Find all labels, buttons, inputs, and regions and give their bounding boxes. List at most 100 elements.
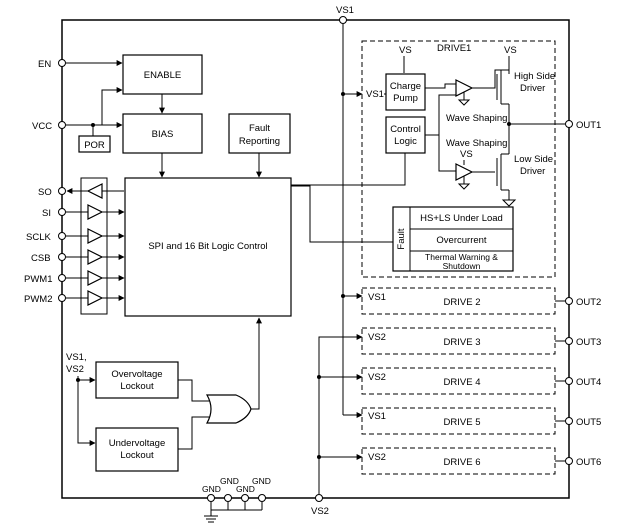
- pin-gnd-2[interactable]: [224, 494, 232, 502]
- drive1-vs1-label: VS1: [366, 89, 384, 100]
- drive-2-supply: VS1: [368, 292, 386, 303]
- low-side-label-2: Driver: [520, 166, 545, 177]
- undervoltage-label-1: Undervoltage: [109, 438, 166, 449]
- pin-out5-label: OUT5: [576, 417, 601, 428]
- drive-6: VS2 DRIVE 6 OUT6: [361, 447, 601, 475]
- wave-shaping-label-2: Wave Shaping: [446, 138, 507, 149]
- pin-out3[interactable]: [565, 337, 573, 345]
- pin-out4[interactable]: [565, 377, 573, 385]
- pwm1-buffer-icon: [87, 270, 104, 286]
- fault-underload: HS+LS Under Load: [420, 213, 503, 224]
- high-side-vs-label: VS: [504, 45, 517, 56]
- pin-vs2-bottom[interactable]: [315, 494, 323, 502]
- pin-si-label: SI: [42, 208, 51, 219]
- si-buffer-icon: [87, 204, 104, 220]
- drive-3: VS2 DRIVE 3 OUT3: [361, 327, 601, 355]
- pin-vs2-bottom-label: VS2: [311, 506, 329, 517]
- pin-out5[interactable]: [565, 417, 573, 425]
- drive1-title: DRIVE1: [437, 43, 471, 54]
- drive-4-label: DRIVE 4: [444, 377, 481, 388]
- por-block-label: POR: [84, 140, 105, 151]
- fault-table: [392, 206, 514, 272]
- drive-5-label: DRIVE 5: [444, 417, 481, 428]
- drive-6-supply: VS2: [368, 452, 386, 463]
- pin-out6-label: OUT6: [576, 457, 601, 468]
- pin-out1-label: OUT1: [576, 120, 601, 131]
- charge-pump-vs-label: VS: [399, 45, 412, 56]
- pin-gnd-4[interactable]: [258, 494, 266, 502]
- charge-pump-label-2: Pump: [393, 93, 418, 104]
- gnd-label-c: GND: [236, 484, 255, 494]
- pin-en[interactable]: [58, 59, 66, 67]
- pin-out1[interactable]: [565, 120, 573, 128]
- enable-block-label: ENABLE: [144, 70, 182, 81]
- low-side-label-1: Low Side: [514, 154, 553, 165]
- drive-4-supply: VS2: [368, 372, 386, 383]
- vs-input-label-2: VS2: [66, 364, 84, 375]
- logic-control-label: SPI and 16 Bit Logic Control: [148, 241, 267, 252]
- pin-so[interactable]: [58, 187, 66, 195]
- pin-pwm2[interactable]: [58, 294, 66, 302]
- pin-out2[interactable]: [565, 297, 573, 305]
- pin-pwm1[interactable]: [58, 274, 66, 282]
- gnd-label-a: GND: [202, 484, 221, 494]
- pin-out3-label: OUT3: [576, 337, 601, 348]
- pin-vs1-top[interactable]: [339, 16, 347, 24]
- drive-3-label: DRIVE 3: [444, 337, 481, 348]
- control-logic-label-2: Logic: [394, 136, 417, 147]
- so-buffer-icon: [86, 183, 103, 199]
- overvoltage-lockout-block: [95, 361, 179, 399]
- overvoltage-label-1: Overvoltage: [111, 369, 162, 380]
- charge-pump-label-1: Charge: [390, 81, 421, 92]
- undervoltage-label-2: Lockout: [120, 450, 154, 461]
- drive-5-supply: VS1: [368, 411, 386, 422]
- high-side-label-2: Driver: [520, 83, 545, 94]
- drive-2: VS1 DRIVE 2 OUT2: [361, 287, 601, 315]
- fault-reporting-label-2: Reporting: [239, 136, 280, 147]
- pwm2-buffer-icon: [87, 290, 104, 306]
- pin-out2-label: OUT2: [576, 297, 601, 308]
- low-side-ground-2-icon: [501, 199, 517, 207]
- pin-sclk-label: SCLK: [26, 232, 51, 243]
- pin-vcc-label: VCC: [32, 121, 52, 132]
- fault-thermal-1: Thermal Warning &: [425, 252, 498, 262]
- pin-csb[interactable]: [58, 253, 66, 261]
- fault-table-label: Fault: [396, 228, 407, 249]
- pin-out6[interactable]: [565, 457, 573, 465]
- drive-2-label: DRIVE 2: [444, 297, 481, 308]
- ground-symbol-icon: [204, 515, 218, 523]
- pin-vs1-top-label: VS1: [336, 5, 354, 16]
- drive-3-supply: VS2: [368, 332, 386, 343]
- logic-control-block: [124, 177, 292, 317]
- overvoltage-label-2: Lockout: [120, 381, 154, 392]
- high-side-label-1: High Side: [514, 71, 555, 82]
- charge-pump-block: [385, 73, 426, 111]
- csb-buffer-icon: [87, 249, 104, 265]
- por-block: [78, 135, 111, 153]
- pin-vcc[interactable]: [58, 121, 66, 129]
- pin-gnd-3[interactable]: [241, 494, 249, 502]
- fault-reporting-label-1: Fault: [249, 123, 270, 134]
- pin-csb-label: CSB: [31, 253, 51, 264]
- io-buffer-group: [80, 177, 108, 315]
- drive-5: VS1 DRIVE 5 OUT5: [361, 407, 601, 435]
- undervoltage-lockout-block: [95, 427, 179, 472]
- fault-thermal-2: Shutdown: [443, 261, 481, 271]
- pin-gnd-1[interactable]: [207, 494, 215, 502]
- high-side-mosfet-icon: [496, 69, 510, 124]
- fault-overcurrent: Overcurrent: [436, 235, 487, 246]
- low-side-vs-label: VS: [460, 149, 473, 160]
- or-gate-icon: [205, 394, 252, 424]
- pin-so-label: SO: [38, 187, 52, 198]
- pin-sclk[interactable]: [58, 232, 66, 240]
- vs-input-label-1: VS1,: [66, 352, 87, 363]
- pin-si[interactable]: [58, 208, 66, 216]
- pin-pwm2-label: PWM2: [24, 294, 53, 305]
- gnd-label-b: GND: [220, 476, 239, 486]
- control-logic-block: [385, 116, 426, 154]
- control-logic-label-1: Control: [390, 124, 421, 135]
- wave-shaping-label-1: Wave Shaping: [446, 113, 507, 124]
- pin-out4-label: OUT4: [576, 377, 601, 388]
- bias-block-label: BIAS: [152, 129, 174, 140]
- drive1-region: [361, 40, 556, 278]
